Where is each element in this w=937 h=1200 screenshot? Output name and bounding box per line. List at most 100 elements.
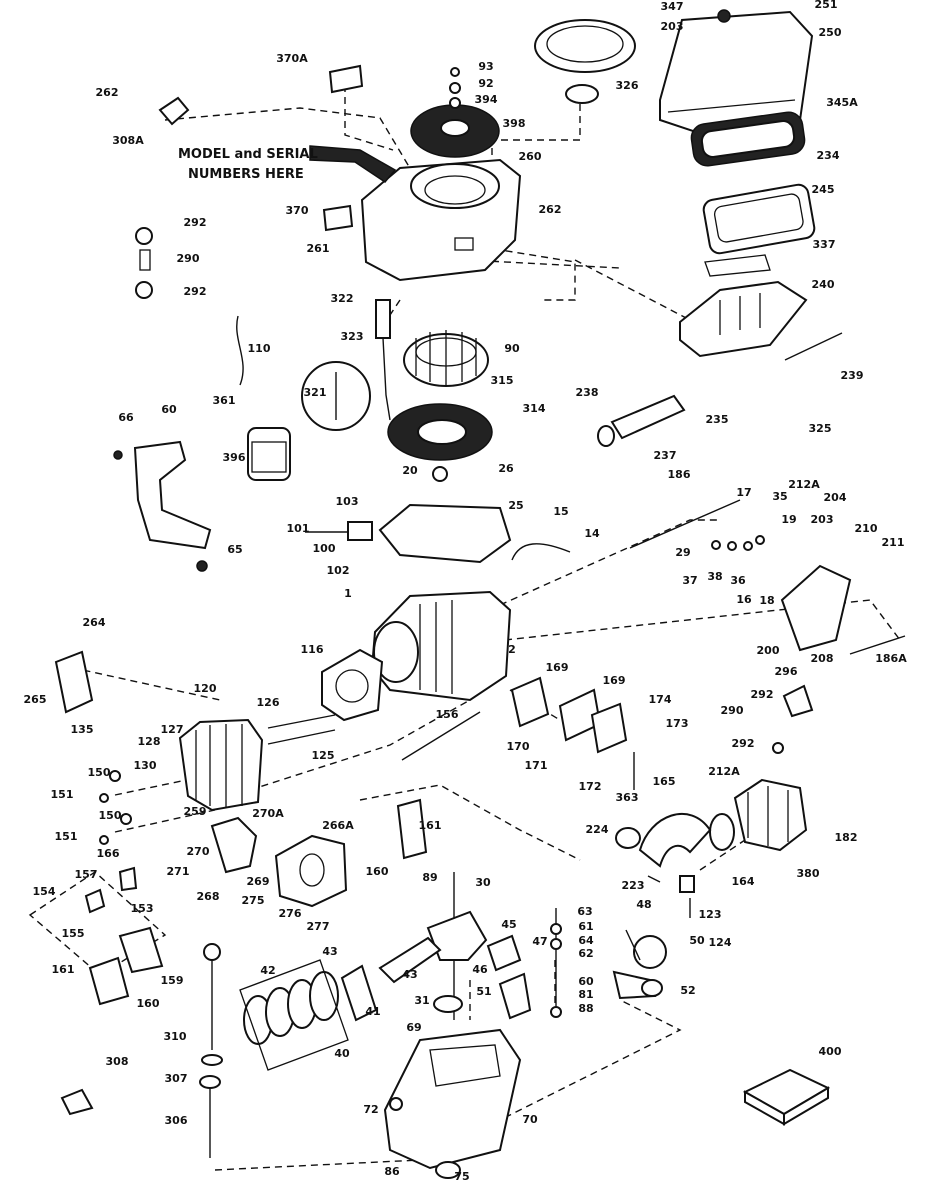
part-label-40: 40 <box>334 1047 350 1060</box>
piston-rings <box>243 971 339 1045</box>
part-label-100: 100 <box>313 542 336 555</box>
part-label-186A: 186A <box>875 652 907 665</box>
cover <box>396 798 428 860</box>
part-label-296: 296 <box>775 665 798 678</box>
air-filter-element <box>702 183 816 255</box>
part-label-337: 337 <box>813 238 836 251</box>
part-label-259: 259 <box>184 805 207 818</box>
part-label-150: 150 <box>99 809 122 822</box>
part-label-323: 323 <box>341 330 364 343</box>
part-label-36: 36 <box>730 574 746 587</box>
part-label-19: 19 <box>781 513 796 526</box>
crankshaft <box>426 910 488 961</box>
part-label-150: 150 <box>88 766 111 779</box>
part-label-210: 210 <box>855 522 878 535</box>
part-label-315: 315 <box>491 374 514 387</box>
part-label-63: 63 <box>577 905 592 918</box>
part-label-29: 29 <box>675 546 690 559</box>
cam-gear <box>633 935 667 969</box>
part-label-41: 41 <box>365 1005 380 1018</box>
part-label-169: 169 <box>603 674 626 687</box>
part-label-260: 260 <box>519 150 542 163</box>
head-gasket <box>321 648 384 722</box>
part-label-50: 50 <box>689 934 705 947</box>
part-label-51: 51 <box>476 985 491 998</box>
part-label-35: 35 <box>772 490 787 503</box>
part-label-262: 262 <box>96 86 119 99</box>
part-label-361: 361 <box>213 394 236 407</box>
part-label-186: 186 <box>668 468 691 481</box>
part-label-290: 290 <box>721 704 744 717</box>
part-label-212A: 212A <box>788 478 820 491</box>
part-label-156: 156 <box>436 708 459 721</box>
part-label-174: 174 <box>649 693 672 706</box>
part-label-262: 262 <box>539 203 562 216</box>
part-label-394: 394 <box>475 93 498 106</box>
part-label-271: 271 <box>167 865 190 878</box>
part-label-151: 151 <box>51 788 74 801</box>
part-label-128: 128 <box>138 735 161 748</box>
part-label-268: 268 <box>197 890 220 903</box>
air-cleaner-base <box>679 280 808 358</box>
part-label-62: 62 <box>578 947 593 960</box>
part-label-204: 204 <box>824 491 847 504</box>
part-label-123: 123 <box>699 908 722 921</box>
part-label-165: 165 <box>653 775 676 788</box>
part-label-270: 270 <box>187 845 210 858</box>
part-label-261: 261 <box>307 242 330 255</box>
part-label-310: 310 <box>164 1030 187 1043</box>
part-label-235: 235 <box>706 413 729 426</box>
starter-motor <box>247 427 291 481</box>
intake-elbow <box>638 812 712 868</box>
part-number-labels: 347203251250370A9392394326262345A398308A… <box>24 0 908 1183</box>
part-label-239: 239 <box>841 369 864 382</box>
part-label-124: 124 <box>709 936 732 949</box>
part-label-212A: 212A <box>708 765 740 778</box>
part-label-46: 46 <box>472 963 488 976</box>
part-label-70: 70 <box>522 1113 538 1126</box>
part-label-135: 135 <box>71 723 94 736</box>
cover-plate <box>54 650 94 714</box>
part-label-170: 170 <box>507 740 530 753</box>
part-label-264: 264 <box>83 616 106 629</box>
muffler <box>274 834 348 908</box>
part-label-370A: 370A <box>276 52 308 65</box>
part-label-308: 308 <box>106 1055 129 1068</box>
part-label-60: 60 <box>161 403 177 416</box>
part-label-18: 18 <box>759 594 774 607</box>
part-label-14: 14 <box>584 527 600 540</box>
part-label-171: 171 <box>525 759 548 772</box>
part-label-314: 314 <box>523 402 546 415</box>
part-label-31: 31 <box>414 994 429 1007</box>
part-label-66: 66 <box>118 411 134 424</box>
part-label-81: 81 <box>578 988 593 1001</box>
crankcase <box>383 1028 522 1170</box>
part-label-292: 292 <box>184 285 207 298</box>
part-label-276: 276 <box>279 907 302 920</box>
part-label-275: 275 <box>242 894 265 907</box>
part-label-127: 127 <box>161 723 184 736</box>
part-label-20: 20 <box>402 464 418 477</box>
part-label-69: 69 <box>406 1021 421 1034</box>
part-label-151: 151 <box>55 830 78 843</box>
part-label-26: 26 <box>498 462 514 475</box>
part-label-347: 347 <box>661 0 684 13</box>
part-label-93: 93 <box>478 60 493 73</box>
breather-tube <box>610 394 686 440</box>
part-label-269: 269 <box>247 875 270 888</box>
part-label-17: 17 <box>736 486 751 499</box>
part-label-203: 203 <box>661 20 684 33</box>
part-label-43: 43 <box>402 968 417 981</box>
part-label-72: 72 <box>363 1103 378 1116</box>
part-label-306: 306 <box>165 1114 188 1127</box>
part-label-120: 120 <box>194 682 217 695</box>
part-label-159: 159 <box>161 974 184 987</box>
cylinder-head <box>178 718 264 812</box>
bracket <box>133 440 212 550</box>
part-label-292: 292 <box>184 216 207 229</box>
part-label-88: 88 <box>578 1002 593 1015</box>
part-label-172: 172 <box>579 780 602 793</box>
part-label-16: 16 <box>736 593 752 606</box>
breather-plate <box>378 503 512 564</box>
part-label-125: 125 <box>312 749 335 762</box>
